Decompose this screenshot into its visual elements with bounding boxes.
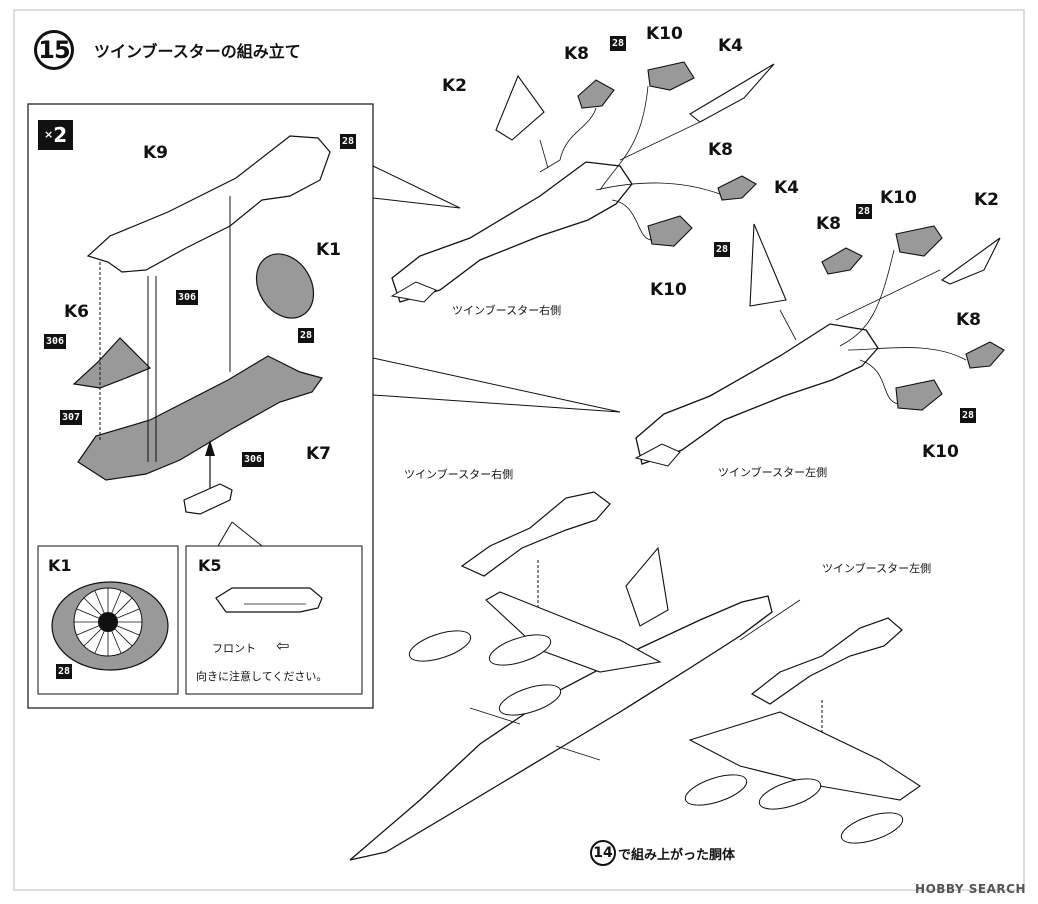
- step-14-text: で組み上がった胴体: [618, 847, 736, 863]
- label-k10-a: K10: [646, 24, 683, 44]
- label-k8-d: K8: [956, 310, 982, 330]
- part-number-badge: 28: [856, 204, 873, 219]
- label-k1: K1: [316, 240, 342, 260]
- part-k1-disc: [255, 253, 315, 319]
- step-title: ツインブースターの組み立て: [94, 42, 301, 61]
- step-14-circle: 14: [590, 840, 616, 866]
- front-label: フロント: [212, 642, 256, 655]
- part-k8-d: [965, 341, 1005, 369]
- booster-left-assembly: [635, 323, 879, 465]
- label-k4-b: K4: [774, 178, 800, 198]
- part-k8-a: [577, 79, 615, 109]
- step-number: 15: [34, 30, 74, 70]
- caption-left-side-small: ツインブースター左側: [822, 562, 932, 575]
- k5-detail-drawing: [215, 587, 323, 613]
- part-number-badge: 28: [714, 242, 731, 257]
- part-number-badge: 306: [44, 334, 67, 349]
- tail-fin: [625, 546, 669, 627]
- part-k10-d: [895, 379, 943, 411]
- detail-k1-label: K1: [48, 556, 72, 575]
- detail-box-k1: [37, 545, 179, 695]
- part-number-badge: 28: [960, 408, 977, 423]
- multiplier-badge: ×2: [38, 120, 74, 150]
- label-k6: K6: [64, 302, 90, 322]
- label-k2-b: K2: [974, 190, 1000, 210]
- part-k8-b: [717, 175, 757, 201]
- label-k2-a: K2: [442, 76, 468, 96]
- label-k8-a: K8: [564, 44, 590, 64]
- part-k10-a: [647, 61, 695, 91]
- part-number-badge: 306: [176, 290, 199, 305]
- part-k10-c: [895, 225, 943, 257]
- label-k4-a: K4: [718, 36, 744, 56]
- label-k10-c: K10: [880, 188, 917, 208]
- booster-left-small: [750, 617, 903, 705]
- part-k2-fin-a: [495, 74, 545, 141]
- part-number-badge: 306: [242, 452, 265, 467]
- front-arrow-icon: ⇦: [276, 636, 290, 655]
- part-number-badge: 28: [610, 36, 627, 51]
- subassembly-box: [27, 103, 374, 709]
- detail-k1-number: 28: [56, 664, 73, 679]
- label-k10-b: K10: [650, 280, 687, 300]
- orientation-note: 向きに注意してください。: [196, 670, 328, 683]
- label-k8-c: K8: [816, 214, 842, 234]
- booster-right-assembly: [391, 161, 633, 303]
- part-k9-shell: [86, 135, 331, 273]
- part-k8-c: [821, 247, 863, 275]
- caption-right-side-small: ツインブースター右側: [404, 468, 514, 481]
- part-k5-small: [183, 483, 233, 515]
- part-number-badge: 28: [340, 134, 357, 149]
- watermark: HOBBY SEARCH: [915, 882, 1026, 896]
- label-k10-d: K10: [922, 442, 959, 462]
- part-k7-shell: [77, 355, 323, 481]
- detail-box-k5: [185, 545, 363, 695]
- part-k10-b: [647, 215, 693, 247]
- label-k7: K7: [306, 444, 332, 464]
- caption-right-side: ツインブースター右側: [452, 304, 562, 317]
- label-k8-b: K8: [708, 140, 734, 160]
- part-number-badge: 307: [60, 410, 83, 425]
- part-k4-fin-a: [689, 63, 775, 123]
- detail-k5-label: K5: [198, 556, 222, 575]
- part-k6-nose: [72, 337, 152, 389]
- booster-right-small: [460, 491, 611, 577]
- part-k4-fin-b: [749, 223, 787, 307]
- part-number-badge: 28: [298, 328, 315, 343]
- wing-right: [688, 711, 921, 801]
- part-k2-fin-b: [940, 237, 1001, 285]
- caption-left-side: ツインブースター左側: [718, 466, 828, 479]
- label-k9: K9: [143, 143, 169, 163]
- step-14-reference: 14 で組み上がった胴体: [590, 840, 735, 866]
